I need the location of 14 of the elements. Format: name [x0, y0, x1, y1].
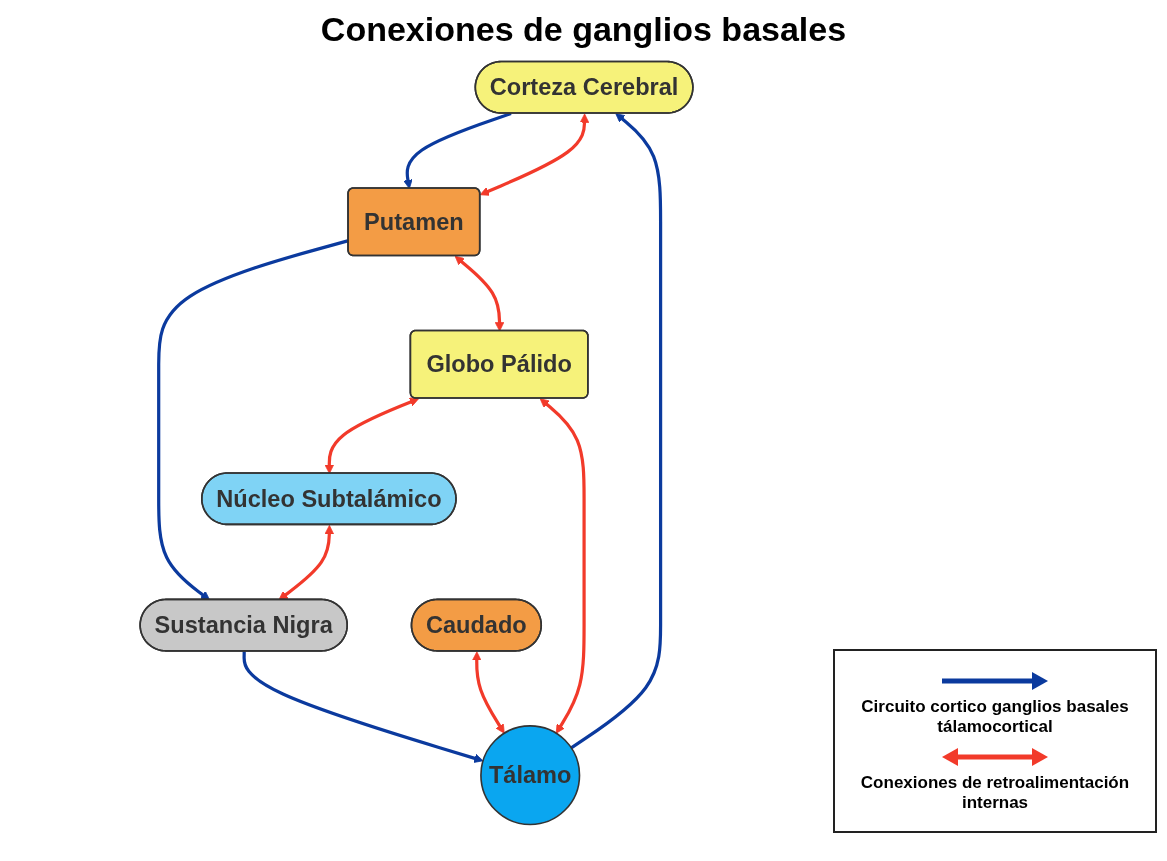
arrow	[539, 398, 586, 734]
legend-text: Conexiones de retroalimentación internas	[859, 773, 1131, 813]
arrow	[157, 239, 349, 601]
arrow	[278, 524, 334, 601]
arrow	[242, 651, 484, 763]
arrow	[454, 255, 505, 332]
arrow	[472, 651, 505, 734]
arrow	[479, 113, 590, 196]
arrow	[570, 113, 663, 750]
legend-text: Circuito cortico ganglios basales tálamocortical	[860, 697, 1130, 737]
arrow	[403, 112, 512, 189]
arrow	[324, 397, 420, 474]
diagram-title: Conexiones de ganglios basales	[319, 10, 848, 49]
node-circle: Tálamo	[480, 725, 581, 826]
